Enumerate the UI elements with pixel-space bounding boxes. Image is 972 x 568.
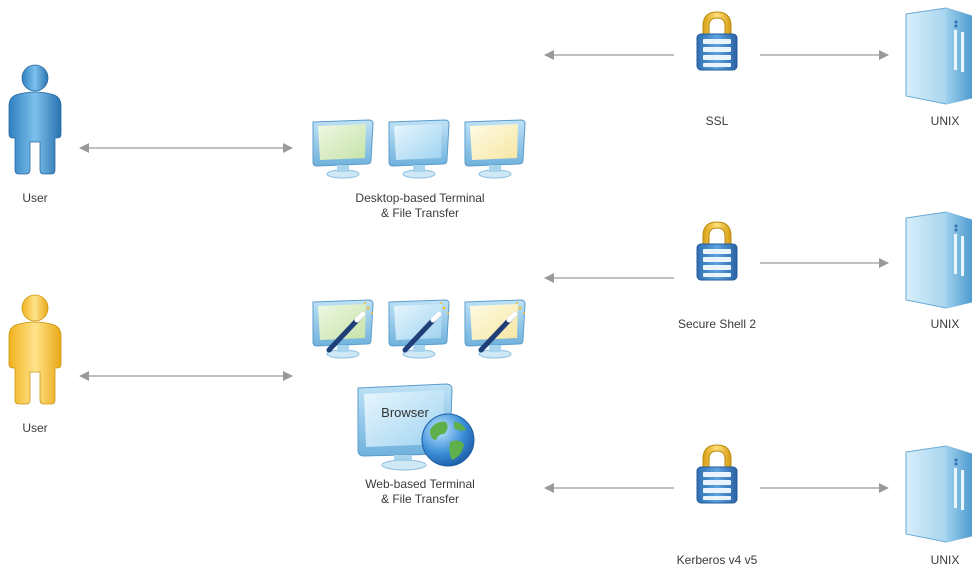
magic-wand-icon — [402, 302, 449, 353]
user-icon-yellow — [8, 294, 62, 405]
web-monitor-icon-yellow — [464, 299, 526, 359]
lock-icon-ssh2 — [696, 221, 738, 281]
user-label-1: User — [22, 191, 48, 205]
desktop-terminal-line2: & File Transfer — [380, 206, 460, 220]
lock-icon-ssl — [696, 11, 738, 71]
desktop-monitor-icon-blue — [388, 119, 450, 179]
desktop-terminal-label: Desktop-based Terminal & File Transfer — [320, 191, 520, 221]
web-terminal-line1: Web-based Terminal — [365, 477, 475, 491]
magic-wand-icon — [326, 302, 373, 353]
web-monitor-icon-blue — [388, 299, 450, 359]
browser-screen-text: Browser — [381, 405, 429, 420]
web-terminal-label: Web-based Terminal & File Transfer — [320, 477, 520, 507]
server-label-3: UNIX — [930, 553, 960, 567]
magic-wand-icon — [478, 302, 525, 353]
user-label-2: User — [22, 421, 48, 435]
ssl-label: SSL — [705, 114, 729, 128]
lock-icon-kerberos — [696, 444, 738, 504]
web-terminal-line2: & File Transfer — [380, 492, 460, 506]
server-label-2: UNIX — [930, 317, 960, 331]
user-icon-blue — [8, 64, 62, 175]
web-monitor-icon-green — [312, 299, 374, 359]
desktop-monitor-icon-yellow — [464, 119, 526, 179]
ssh2-label: Secure Shell 2 — [677, 317, 757, 331]
browser-monitor-icon — [357, 383, 475, 471]
desktop-terminal-line1: Desktop-based Terminal — [355, 191, 485, 205]
server-icon-1 — [905, 7, 972, 105]
server-label-1: UNIX — [930, 114, 960, 128]
kerberos-label: Kerberos v4 v5 — [676, 553, 758, 567]
globe-icon — [421, 413, 475, 467]
desktop-monitor-icon-green — [312, 119, 374, 179]
server-icon-2 — [905, 211, 972, 309]
server-icon-3 — [905, 445, 972, 543]
